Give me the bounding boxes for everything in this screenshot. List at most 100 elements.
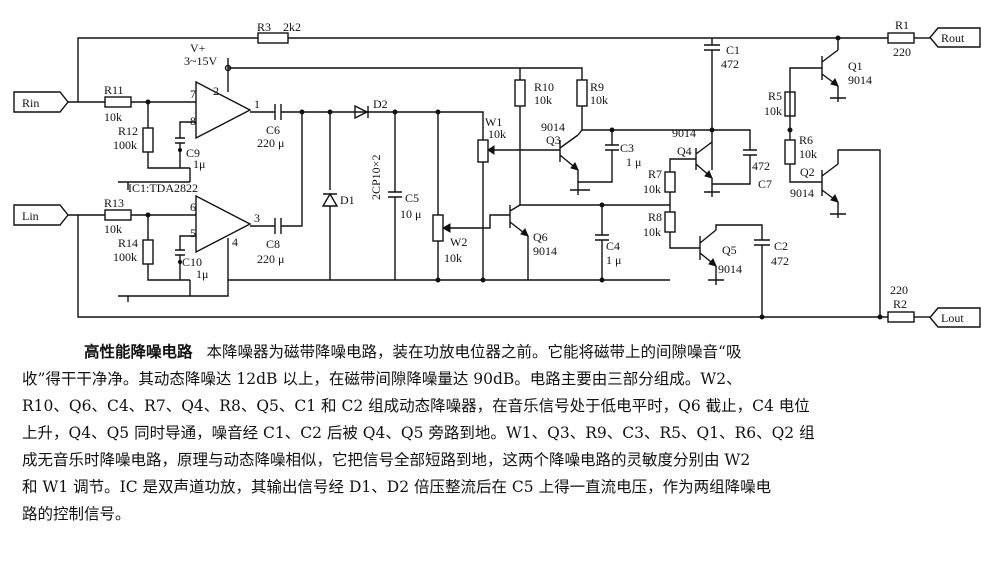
caption-title: 高性能降噪电路 <box>84 342 193 361</box>
svg-text:220 μ: 220 μ <box>257 252 284 266</box>
svg-text:7: 7 <box>190 87 196 101</box>
svg-text:D1: D1 <box>340 193 355 207</box>
resistor-r13 <box>104 209 132 221</box>
svg-text:IC1:TDA2822: IC1:TDA2822 <box>128 181 198 195</box>
caption-text: 高性能降噪电路本降噪器为磁带降噪电路，装在功放电位器之前。它能将磁带上的间隙噪音… <box>22 338 972 528</box>
svg-text:C2: C2 <box>774 239 788 253</box>
resistor-r9 <box>576 79 588 107</box>
svg-text:R7: R7 <box>648 167 662 181</box>
svg-text:4: 4 <box>232 235 238 249</box>
svg-text:220: 220 <box>890 283 908 297</box>
svg-text:10k: 10k <box>488 127 506 141</box>
svg-text:C1: C1 <box>726 43 740 57</box>
svg-text:R2: R2 <box>893 297 907 311</box>
svg-text:8: 8 <box>190 114 196 128</box>
potentiometer-w1 <box>477 139 489 163</box>
caption-line-6: 和 W1 调节。IC 是双声道功放，其输出信号经 D1、D2 倍压整流后在 C5… <box>22 478 772 496</box>
top-bus-wire <box>77 37 258 102</box>
svg-text:6: 6 <box>190 200 196 214</box>
transistor-q6 <box>509 204 529 237</box>
caption-line-7: 路的控制信号。 <box>22 505 131 523</box>
svg-text:100k: 100k <box>113 138 137 152</box>
transistor-q2 <box>821 163 839 203</box>
resistor-r3 <box>257 32 289 44</box>
svg-text:9014: 9014 <box>790 186 814 200</box>
svg-text:R11: R11 <box>104 83 124 97</box>
caption-line-2: 收”得干干净净。其动态降噪达 12dB 以上，在磁带间隙降噪量达 90dB。电路… <box>22 370 742 388</box>
resistor-r14 <box>142 239 154 265</box>
diode-d1 <box>321 192 339 207</box>
svg-text:C8: C8 <box>266 237 280 251</box>
svg-text:2CP10×2: 2CP10×2 <box>369 155 383 200</box>
svg-text:9014: 9014 <box>533 244 557 258</box>
svg-text:10k: 10k <box>104 222 122 236</box>
svg-text:Lin: Lin <box>22 209 39 223</box>
svg-text:C3: C3 <box>620 141 634 155</box>
svg-text:2: 2 <box>213 84 219 98</box>
resistor-r12 <box>142 127 154 153</box>
svg-text:10 μ: 10 μ <box>400 207 421 221</box>
transistor-q4 <box>695 141 713 179</box>
svg-text:R13: R13 <box>104 196 124 210</box>
transistor-q5 <box>699 229 717 267</box>
port-rin: Rin <box>13 91 69 113</box>
svg-text:C9: C9 <box>186 146 200 160</box>
svg-text:R5: R5 <box>768 89 782 103</box>
svg-text:R10: R10 <box>534 80 554 94</box>
svg-text:10k: 10k <box>104 110 122 124</box>
svg-text:W2: W2 <box>450 235 467 249</box>
svg-text:1μ: 1μ <box>196 267 208 281</box>
potentiometer-w2 <box>432 214 444 242</box>
resistor-r8 <box>664 211 676 233</box>
resistor-r11 <box>104 96 132 108</box>
transistor-q1 <box>821 49 839 87</box>
svg-text:220: 220 <box>893 45 911 59</box>
svg-text:Q2: Q2 <box>800 165 815 179</box>
svg-text:D2: D2 <box>373 97 388 111</box>
svg-text:10k: 10k <box>764 104 782 118</box>
svg-text:100k: 100k <box>113 250 137 264</box>
transistor-q3 <box>559 134 579 171</box>
opamp-lower <box>195 194 252 254</box>
svg-text:C4: C4 <box>606 239 620 253</box>
svg-text:Rout: Rout <box>941 31 965 45</box>
opamp-upper <box>195 80 252 140</box>
svg-text:C10: C10 <box>182 255 202 269</box>
caption-line-5: 成无音乐时降噪电路，原理与动态降噪相似，它把信号全部短路到地，这两个降噪电路的灵… <box>22 451 751 469</box>
svg-text:C7: C7 <box>758 177 772 191</box>
caption-line-3: R10、Q6、C4、R7、Q4、R8、Q5、C1 和 C2 组成动态降噪器，在音… <box>22 397 810 415</box>
svg-text:220 μ: 220 μ <box>257 136 284 150</box>
svg-text:W1: W1 <box>485 115 502 129</box>
svg-text:10k: 10k <box>444 251 462 265</box>
svg-text:10k: 10k <box>799 147 817 161</box>
svg-text:Q6: Q6 <box>533 230 548 244</box>
resistor-r10 <box>514 79 526 107</box>
svg-text:R3: R3 <box>257 20 271 34</box>
caption-line-1: 本降噪器为磁带降噪电路，装在功放电位器之前。它能将磁带上的间隙噪音“吸 <box>206 343 742 361</box>
port-lin: Lin <box>13 204 69 226</box>
svg-text:V+: V+ <box>190 41 206 55</box>
svg-text:Rin: Rin <box>22 96 39 110</box>
svg-text:C5: C5 <box>405 191 419 205</box>
svg-text:R8: R8 <box>648 210 662 224</box>
svg-text:1μ: 1μ <box>193 157 205 171</box>
svg-text:10k: 10k <box>534 93 552 107</box>
svg-text:1 μ: 1 μ <box>606 253 621 267</box>
svg-text:10k: 10k <box>643 225 661 239</box>
resistor-r7 <box>664 171 676 193</box>
svg-text:R9: R9 <box>590 80 604 94</box>
svg-text:2k2: 2k2 <box>283 20 301 34</box>
svg-text:472: 472 <box>752 159 770 173</box>
caption-line-4: 上升，Q4、Q5 同时导通，噪音经 C1、C2 后被 Q4、Q5 旁路到地。W1… <box>22 424 815 442</box>
svg-text:1: 1 <box>254 97 260 111</box>
svg-text:3~15V: 3~15V <box>184 54 217 68</box>
svg-text:Q3: Q3 <box>546 133 561 147</box>
svg-text:9014: 9014 <box>541 120 565 134</box>
svg-text:9014: 9014 <box>848 73 872 87</box>
svg-text:Lout: Lout <box>941 311 964 325</box>
svg-text:R12: R12 <box>118 124 138 138</box>
resistor-r5 <box>784 91 796 117</box>
svg-text:9014: 9014 <box>718 262 742 276</box>
diode-d2 <box>354 104 369 120</box>
port-rout: Rout <box>929 27 981 48</box>
